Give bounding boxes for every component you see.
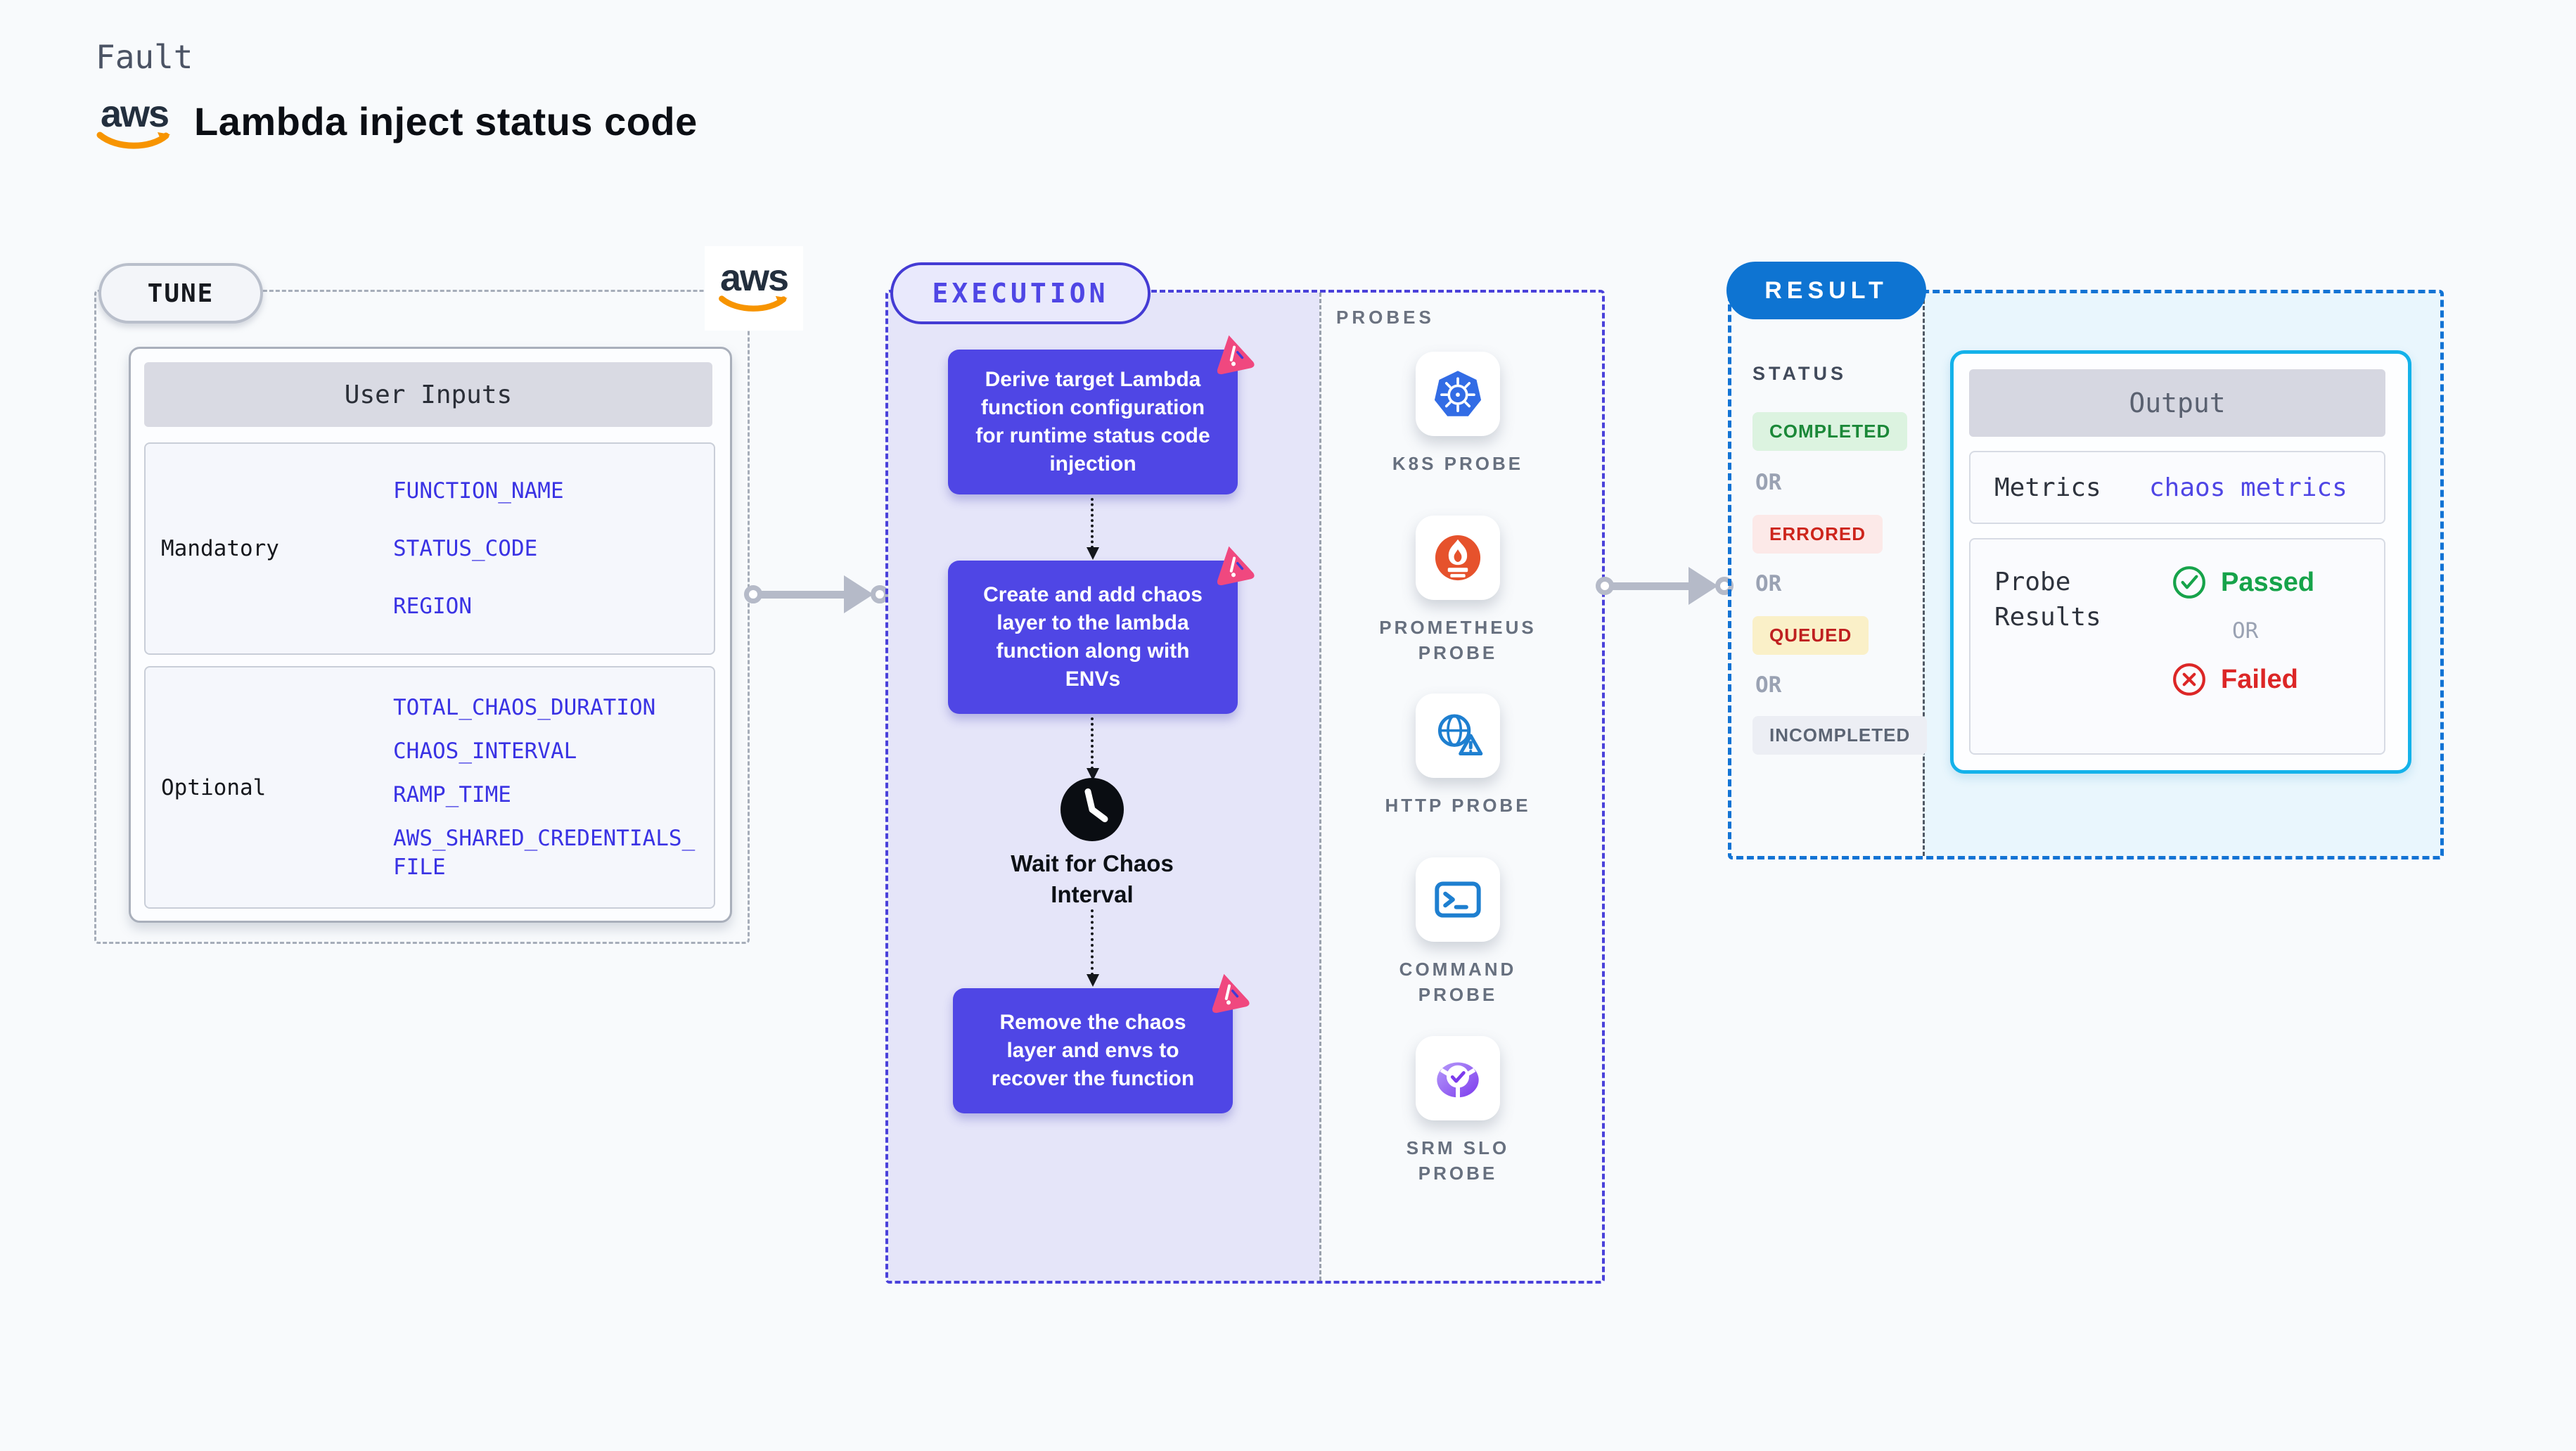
execution-probes-divider: [1319, 293, 1321, 1281]
optional-row: Optional TOTAL_CHAOS_DURATION CHAOS_INTE…: [144, 666, 715, 909]
arrow-start-dot: [744, 585, 762, 603]
http-globe-icon: [1437, 714, 1483, 756]
env-var: REGION: [393, 593, 472, 619]
optional-label: Optional: [161, 774, 267, 800]
x-circle-icon: [2173, 663, 2205, 696]
probe-results-label: Probe Results: [1994, 568, 2101, 632]
step-text: Derive target Lambda function configurat…: [975, 367, 1210, 476]
wait-for-chaos-label: Wait for Chaos Interval: [1011, 850, 1174, 907]
step-text: Create and add chaos layer to the lambda…: [983, 582, 1203, 691]
env-var: STATUS_CODE: [393, 535, 538, 561]
user-inputs-header: User Inputs: [144, 362, 712, 427]
flow-connector: [1087, 498, 1099, 560]
litmus-chaos-icon: [1217, 546, 1255, 586]
probe-label: K8S PROBE: [1392, 453, 1524, 474]
prometheus-icon: [1435, 535, 1481, 581]
tune-section: [94, 290, 750, 944]
page-title: Lambda inject status code: [194, 99, 698, 143]
arrow-start-dot: [1596, 577, 1614, 595]
probe-results-values: Passed OR Failed: [2172, 565, 2314, 753]
failed-label: Failed: [2221, 664, 2298, 694]
or-separator: OR: [2232, 618, 2259, 644]
passed-verdict: Passed: [2172, 565, 2314, 600]
failed-verdict: Failed: [2172, 662, 2314, 697]
env-var: TOTAL_CHAOS_DURATION: [393, 694, 656, 720]
arrow-shaft: [760, 590, 846, 599]
metrics-label: Metrics: [1994, 473, 2101, 502]
mandatory-row: Mandatory FUNCTION_NAME STATUS_CODE REGI…: [144, 442, 715, 655]
flow-connector: [1087, 909, 1099, 987]
litmus-chaos-icon: [1212, 973, 1250, 1014]
probe-label: COMMAND PROBE: [1399, 959, 1517, 1005]
status-title: STATUS: [1752, 363, 1847, 384]
probe-label: PROMETHEUS PROBE: [1379, 617, 1537, 663]
output-panel: Output Metrics chaos metrics Probe Resul…: [1950, 350, 2411, 774]
tune-to-execution-arrow: [744, 572, 889, 617]
or-separator: OR: [1755, 571, 1782, 596]
wait-clock-icon: [1060, 778, 1124, 841]
result-divider: [1923, 293, 1925, 856]
or-separator: OR: [1755, 470, 1782, 495]
probe-label: SRM SLO PROBE: [1406, 1137, 1510, 1184]
command-probe-card: [1416, 857, 1500, 942]
execution-to-result-arrow: [1596, 563, 1734, 608]
env-var: RAMP_TIME: [393, 782, 511, 808]
prometheus-probe-card: [1416, 516, 1500, 600]
litmus-chaos-icon: [1217, 335, 1255, 375]
aws-smile-icon: [719, 295, 788, 312]
metrics-value: chaos metrics: [2149, 473, 2347, 502]
probe-results-row: Probe Results Passed OR Failed: [1969, 538, 2385, 755]
or-separator: OR: [1755, 672, 1782, 698]
status-badge-completed: COMPLETED: [1752, 412, 1908, 451]
status-badge-queued: QUEUED: [1752, 616, 1869, 655]
arrow-shaft: [1612, 582, 1691, 590]
terminal-icon: [1435, 881, 1481, 918]
probe-label: HTTP PROBE: [1385, 795, 1531, 816]
env-var: CHAOS_INTERVAL: [393, 739, 577, 765]
k8s-probe-card: [1416, 352, 1500, 436]
aws-wordmark: aws: [719, 257, 789, 300]
step-remove-chaos-layer: Remove the chaos layer and envs to recov…: [953, 973, 1250, 1113]
tune-pill: TUNE: [98, 263, 263, 324]
optional-vars: TOTAL_CHAOS_DURATION CHAOS_INTERVAL RAMP…: [393, 667, 707, 907]
aws-smile-icon: [96, 132, 170, 149]
srm-slo-icon: [1437, 1062, 1479, 1099]
mandatory-vars: FUNCTION_NAME STATUS_CODE REGION: [393, 444, 707, 653]
output-header: Output: [1969, 369, 2385, 437]
kubernetes-icon: [1434, 371, 1482, 416]
metrics-row: Metrics chaos metrics: [1969, 451, 2385, 524]
step-text: Remove the chaos layer and envs to recov…: [991, 1010, 1195, 1091]
env-var: AWS_SHARED_CREDENTIALS_ FILE: [393, 826, 696, 880]
arrow-head: [844, 575, 873, 613]
http-probe-card: [1416, 693, 1500, 778]
step-add-chaos-layer: Create and add chaos layer to the lambda…: [948, 546, 1255, 714]
aws-logo: aws: [96, 93, 173, 152]
aws-wordmark: aws: [100, 93, 169, 135]
check-circle-icon: [2173, 566, 2205, 599]
fault-kicker: Fault: [96, 38, 193, 76]
passed-label: Passed: [2221, 567, 2315, 597]
tune-aws-badge: aws: [705, 246, 803, 331]
status-badge-incompleted: INCOMPLETED: [1752, 716, 1928, 755]
step-derive-config: Derive target Lambda function configurat…: [948, 335, 1255, 494]
status-badge-errored: ERRORED: [1752, 515, 1883, 554]
mandatory-label: Mandatory: [161, 536, 279, 561]
env-var: FUNCTION_NAME: [393, 478, 564, 504]
result-pill: RESULT: [1726, 262, 1926, 319]
srm-slo-probe-card: [1416, 1036, 1500, 1120]
execution-pill: EXECUTION: [890, 262, 1151, 324]
flow-connector: [1087, 717, 1099, 781]
probes-title: PROBES: [1336, 307, 1435, 328]
arrow-head: [1689, 567, 1718, 605]
